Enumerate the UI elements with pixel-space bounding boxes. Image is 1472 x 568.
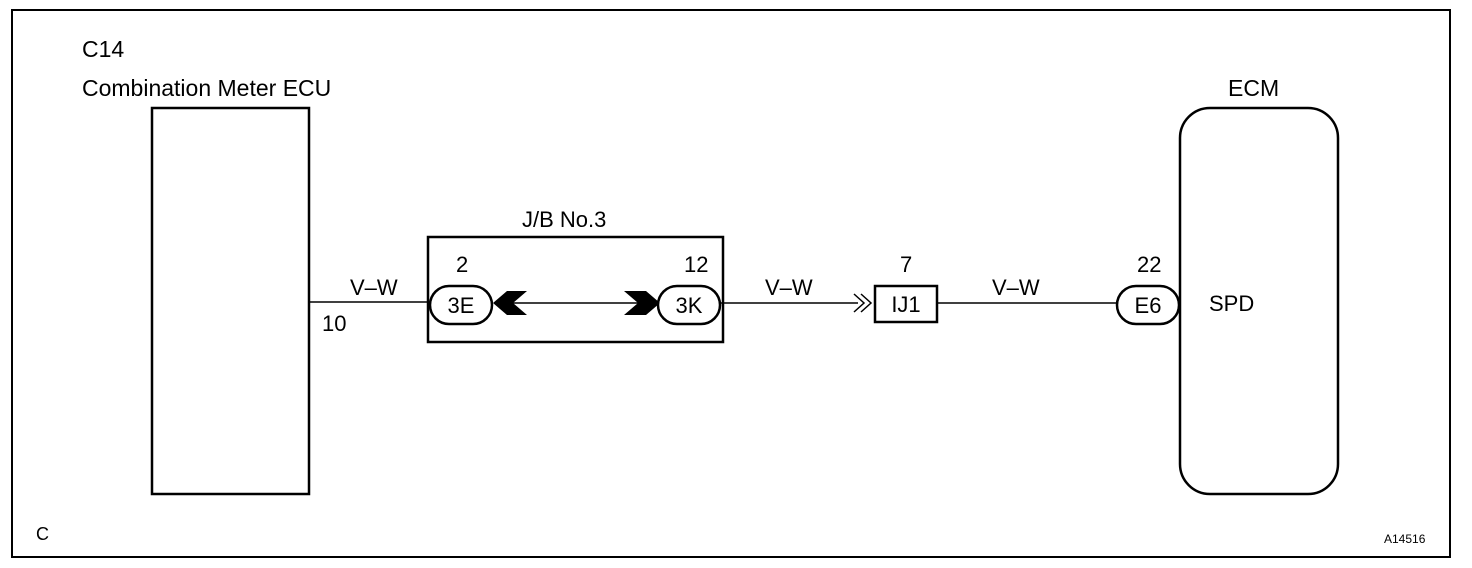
wire-color-1: V–W [350,275,398,300]
arrow-right-icon [624,291,660,315]
connector-e6 [1115,284,1181,326]
ecm-title: ECM [1228,75,1279,101]
ecm-terminal-spd: SPD [1209,291,1254,316]
arrow-left-icon [493,291,527,315]
figure-reference: A14516 [1384,532,1426,546]
ecm-pin-22: 22 [1137,252,1161,277]
meter-code: C14 [82,36,124,62]
connector-3e-label: 3E [448,293,475,318]
meter-ecu-box [150,106,311,496]
ecm-box [1178,106,1340,496]
footer-label: C [36,524,49,544]
connector-3k [656,284,722,326]
wire-color-2: V–W [765,275,813,300]
ij1-pin-7: 7 [900,252,912,277]
diagram-frame [11,9,1451,558]
jb-pin-2: 2 [456,252,468,277]
connector-ij1 [873,284,939,324]
connector-3e [428,284,494,326]
jb-pin-12: 12 [684,252,708,277]
chevron-icon [853,293,866,313]
meter-pin-10: 10 [322,311,346,336]
connector-e6-label: E6 [1135,293,1162,318]
junction-block-box [426,235,725,344]
chevron-icon [860,293,873,313]
connector-3k-label: 3K [676,293,703,318]
jb-title: J/B No.3 [522,207,606,232]
wire-color-3: V–W [992,275,1040,300]
meter-name: Combination Meter ECU [82,75,331,101]
connector-ij1-label: IJ1 [891,292,920,317]
